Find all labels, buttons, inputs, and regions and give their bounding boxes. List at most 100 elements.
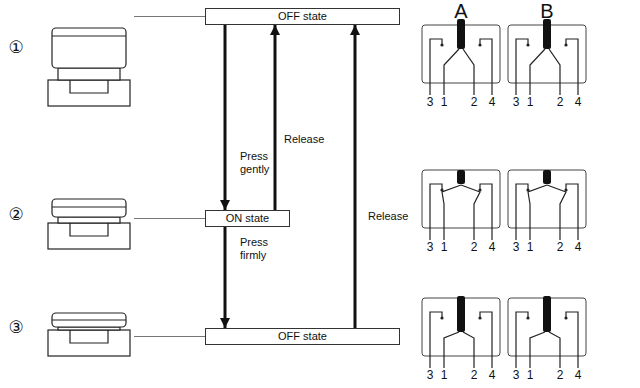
switch-body: [508, 170, 586, 228]
moving-contact: [463, 332, 474, 368]
switch-plunger: [457, 170, 465, 184]
moving-contact: [549, 49, 560, 95]
fixed-contact: [480, 312, 492, 368]
moving-contact: [547, 185, 566, 240]
button-housing: [48, 80, 130, 106]
button-cap: [52, 313, 126, 327]
transition-label: Press gently: [240, 150, 280, 176]
fixed-contact: [566, 39, 578, 95]
pin-number: 1: [518, 369, 542, 383]
fixed-contact: [516, 184, 528, 240]
moving-contact: [528, 185, 547, 240]
housing-recess: [70, 223, 108, 236]
button-housing: [48, 223, 130, 249]
button-stem: [58, 217, 120, 223]
column-heading: B: [535, 0, 559, 23]
cap-rim: [52, 207, 126, 208]
column-heading: A: [449, 0, 473, 23]
contact-point: [440, 316, 443, 319]
switch-contact-diagram: [422, 19, 500, 95]
button-housing: [48, 330, 130, 356]
pin-number: 2: [462, 241, 486, 255]
transition-label: Release: [284, 133, 334, 146]
cap-rim: [52, 36, 126, 37]
button-stem: [58, 68, 120, 80]
pin-number: 4: [566, 96, 590, 110]
fixed-contact: [430, 39, 442, 95]
contact-point: [564, 316, 567, 319]
moving-contact: [461, 185, 480, 240]
moving-contact: [530, 332, 545, 368]
switch-plunger: [543, 19, 551, 49]
switch-contact-diagram: [422, 296, 500, 368]
pin-number: 1: [518, 241, 542, 255]
pin-number: 4: [480, 241, 504, 255]
callout-number: ②: [4, 205, 28, 225]
transition-label: Release: [368, 210, 418, 223]
pin-number: 2: [548, 369, 572, 383]
pin-number: 3: [504, 369, 528, 383]
pin-number: 1: [518, 96, 542, 110]
fixed-contact: [566, 184, 578, 240]
pin-number: 2: [462, 369, 486, 383]
switch-contact-diagram: [422, 170, 500, 240]
pin-number: 4: [566, 241, 590, 255]
fixed-contact: [430, 184, 442, 240]
pin-number: 3: [418, 96, 442, 110]
contact-point: [478, 43, 481, 46]
switch-plunger: [457, 19, 465, 49]
state-transition-arrow: [354, 25, 357, 328]
leader-line: [134, 16, 205, 17]
push-button: [48, 313, 130, 356]
fixed-contact: [480, 184, 492, 240]
pin-number: 4: [566, 369, 590, 383]
pin-number: 2: [548, 241, 572, 255]
switch-contact-diagram: [508, 19, 586, 95]
contact-point: [564, 43, 567, 46]
state-band: ON state: [205, 210, 290, 227]
callout-number: ①: [4, 38, 28, 58]
pin-number: 3: [418, 241, 442, 255]
switch-plunger: [543, 296, 551, 332]
fixed-contact: [566, 312, 578, 368]
pin-number: 3: [504, 241, 528, 255]
moving-contact: [444, 332, 459, 368]
contact-point: [526, 43, 529, 46]
cap-rim: [52, 320, 126, 321]
leader-line: [134, 218, 205, 219]
fixed-contact: [430, 312, 442, 368]
state-band: OFF state: [205, 8, 400, 25]
state-label: OFF state: [210, 10, 395, 23]
button-cap: [52, 199, 126, 217]
transition-label: Press firmly: [240, 236, 280, 262]
housing-recess: [70, 80, 108, 93]
button-cap: [52, 28, 126, 68]
state-transition-arrow: [224, 227, 227, 328]
pin-number: 3: [504, 96, 528, 110]
pin-number: 2: [462, 96, 486, 110]
switch-body: [422, 170, 500, 228]
pin-number: 2: [548, 96, 572, 110]
switch-contact-diagram: [508, 170, 586, 240]
housing-recess: [70, 330, 108, 343]
state-transition-arrow: [224, 25, 227, 210]
state-band: OFF state: [205, 328, 400, 345]
switch-plunger: [457, 296, 465, 332]
fixed-contact: [480, 39, 492, 95]
state-label: OFF state: [210, 330, 395, 343]
moving-contact: [442, 185, 461, 240]
pin-number: 3: [418, 369, 442, 383]
state-transition-arrow: [274, 25, 277, 210]
fixed-contact: [516, 312, 528, 368]
leader-line: [134, 336, 205, 337]
pin-number: 4: [480, 369, 504, 383]
push-button: [48, 199, 130, 249]
contact-point: [478, 316, 481, 319]
pin-number: 1: [432, 96, 456, 110]
callout-number: ③: [4, 318, 28, 338]
pin-number: 1: [432, 369, 456, 383]
pin-number: 4: [480, 96, 504, 110]
fixed-contact: [516, 39, 528, 95]
switch-contact-diagram: [508, 296, 586, 368]
